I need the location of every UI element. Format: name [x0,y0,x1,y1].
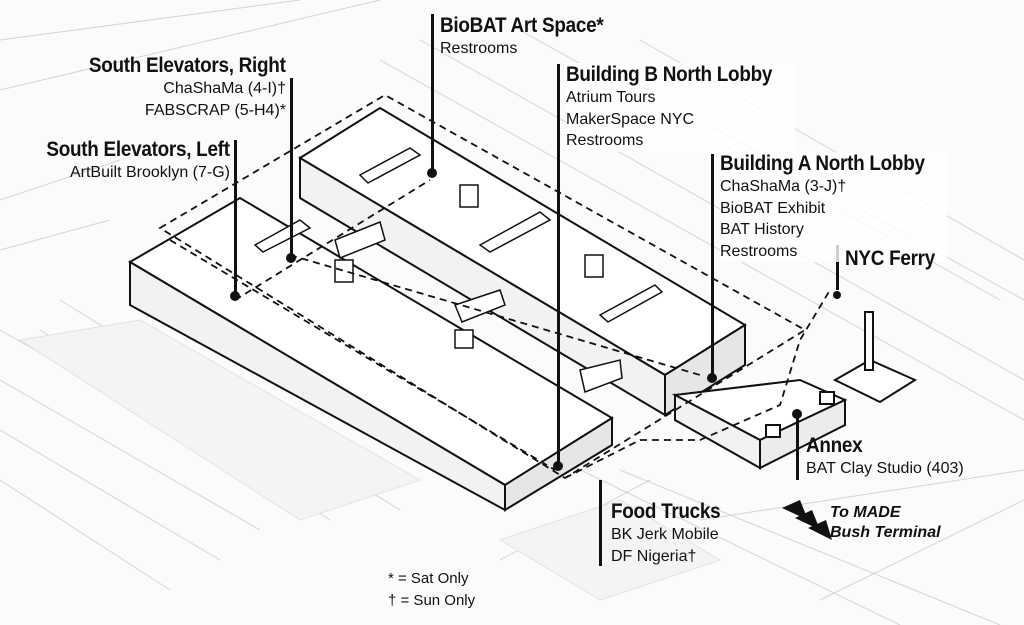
leader-line [431,14,434,172]
location-title: South Elevators, Right [89,54,286,77]
triple-arrow-icon [782,500,832,540]
legend-sun-only: † = Sun Only [388,592,476,609]
location-item: BAT History [720,221,804,238]
leader-line [711,154,714,378]
leader-line [599,480,602,566]
label-food-trucks: Food Trucks BK Jerk Mobile DF Nigeria† [611,500,733,567]
legend-sat-only: * = Sat Only [388,570,469,587]
location-title: BioBAT Art Space* [440,14,604,37]
parking-lots [18,319,722,601]
leader-line [234,140,237,296]
label-south-elevators-left: South Elevators, Left ArtBuilt Brooklyn … [26,138,231,184]
smokestack [832,311,918,404]
direction-to-made-bush-terminal: To MADE Bush Terminal [830,504,941,541]
location-title: Building A North Lobby [720,152,925,175]
legend: * = Sat Only † = Sun Only [388,568,475,612]
label-building-a-north-lobby: Building A North Lobby ChaShaMa (3-J)† B… [720,152,948,262]
location-item: BioBAT Exhibit [720,199,826,217]
location-title: NYC Ferry [845,247,936,270]
label-south-elevators-right: South Elevators, Right ChaShaMa (4-I)† F… [67,54,286,121]
location-item: Restrooms [440,40,518,57]
building-b [298,106,747,417]
location-title: Building B North Lobby [566,63,773,86]
location-item: FABSCRAP (5-H4)* [144,101,286,119]
location-item: MakerSpace NYC [566,110,695,128]
building-a [128,196,623,512]
leader-line [557,64,560,466]
location-item: DF Nigeria† [611,547,697,565]
leader-line [290,78,293,258]
location-item: Restrooms [566,132,644,149]
location-item: Restrooms [720,242,798,260]
leader-line [836,245,839,290]
location-item: BK Jerk Mobile [611,526,719,543]
location-item: ArtBuilt Brooklyn (7-G) [69,164,230,181]
label-building-b-north-lobby: Building B North Lobby Atrium Tours Make… [566,63,796,152]
leader-line [796,412,799,480]
location-title: Annex [806,434,863,457]
location-item: ChaShaMa (4-I)† [163,80,286,97]
annex-building [671,378,848,470]
location-title: Food Trucks [611,500,721,523]
tour-stop-markers [230,168,841,471]
location-title: South Elevators, Left [46,138,231,161]
location-item: ChaShaMa (3-J)† [720,178,847,195]
location-item: Atrium Tours [566,89,656,106]
label-nyc-ferry: NYC Ferry [845,247,945,271]
label-annex: Annex BAT Clay Studio (403) [806,434,964,480]
location-item: BAT Clay Studio (403) [806,460,964,477]
label-biobat-art-space: BioBAT Art Space* Restrooms [440,14,622,60]
